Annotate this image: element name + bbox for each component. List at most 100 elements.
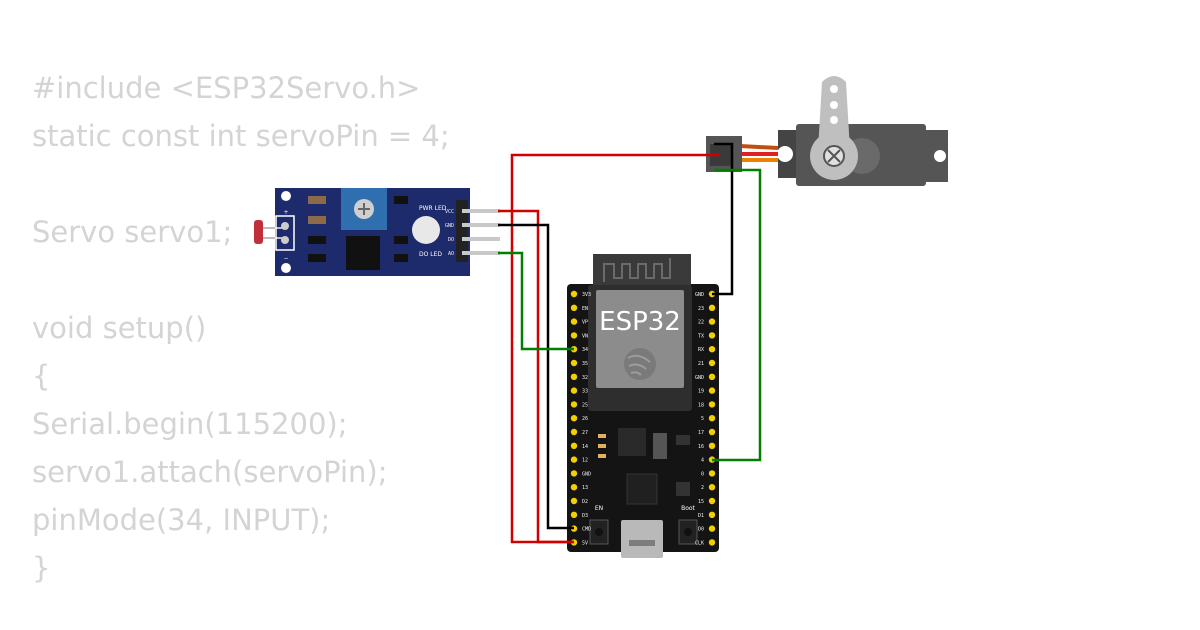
esp32-left-pin-label: 33 xyxy=(582,389,588,395)
esp32-left-pin[interactable] xyxy=(570,290,578,298)
esp32-board[interactable]: ESP32 EN Boot 3V3ENVPVN34353233252627141… xyxy=(567,254,719,558)
esp32-right-pin[interactable] xyxy=(708,387,716,394)
esp32-left-pin[interactable] xyxy=(570,511,578,518)
esp32-right-pin-label: 0 xyxy=(701,471,704,477)
esp32-right-pin[interactable] xyxy=(708,525,716,532)
chip-label: ESP32 xyxy=(599,307,681,337)
esp32-left-pin-label: 27 xyxy=(582,430,588,436)
esp32-right-pin[interactable] xyxy=(708,415,716,422)
esp32-right-pin-label: 17 xyxy=(698,430,704,436)
code-line: Servo servo1; xyxy=(32,215,232,249)
servo-motor[interactable] xyxy=(706,76,948,186)
esp32-left-pin[interactable] xyxy=(570,497,578,505)
wires xyxy=(498,142,762,544)
ldr-sensor-module[interactable]: + − PWR LED DO LED VCC GND DO AO xyxy=(254,188,500,276)
esp32-left-pin-label: 25 xyxy=(582,402,588,408)
comparator-ic xyxy=(346,236,380,270)
esp32-right-pin[interactable] xyxy=(708,497,716,505)
esp32-left-pin-label: 14 xyxy=(582,444,588,450)
esp32-left-pin[interactable] xyxy=(570,415,578,422)
wire-gnd-servo[interactable] xyxy=(712,142,734,296)
esp32-right-pin[interactable] xyxy=(708,346,716,353)
esp32-left-pin[interactable] xyxy=(570,470,578,477)
esp32-left-pin-label: 3V3 xyxy=(582,292,591,298)
wire-gnd-sensor[interactable] xyxy=(498,223,574,530)
code-line: { xyxy=(32,359,50,393)
esp32-right-pin-label: 5 xyxy=(701,416,704,422)
code-line: servo1.attach(servoPin); xyxy=(32,455,388,489)
esp32-right-pin-label: 2 xyxy=(701,485,704,491)
esp32-right-pin[interactable] xyxy=(708,539,716,546)
pwr-led-label: PWR LED xyxy=(419,205,447,212)
esp32-left-pin[interactable] xyxy=(570,318,578,325)
esp32-left-pin-label: CMD xyxy=(582,527,591,533)
esp32-right-pin[interactable] xyxy=(708,304,716,311)
esp32-right-pin-label: D0 xyxy=(698,527,704,533)
esp32-right-pin-label: 16 xyxy=(698,444,704,450)
esp32-right-pin-label: 22 xyxy=(698,320,704,326)
esp32-left-pin[interactable] xyxy=(570,484,578,491)
esp32-left-pin-label: 26 xyxy=(582,416,588,422)
esp32-right-pin[interactable] xyxy=(708,373,716,380)
esp32-left-pin-label: 34 xyxy=(582,347,588,353)
esp32-left-pin[interactable] xyxy=(570,359,578,367)
esp32-left-pin-label: D2 xyxy=(582,499,588,505)
esp32-right-pin[interactable] xyxy=(708,332,716,339)
esp32-right-pin[interactable] xyxy=(708,442,716,449)
boot-label: Boot xyxy=(681,505,695,512)
esp32-right-pin[interactable] xyxy=(708,470,716,477)
esp32-left-pin[interactable] xyxy=(570,428,578,436)
esp32-right-pin-label: 21 xyxy=(698,361,704,367)
esp32-right-pin[interactable] xyxy=(708,484,716,491)
esp32-right-pin[interactable] xyxy=(708,401,716,408)
esp32-left-pin-label: VP xyxy=(582,320,588,326)
esp32-left-pin[interactable] xyxy=(570,456,578,463)
esp32-left-pin-label: D3 xyxy=(582,513,588,519)
esp32-right-pin-label: GND xyxy=(695,375,704,381)
esp32-left-pin-label: 32 xyxy=(582,375,588,381)
wire-ao-34[interactable] xyxy=(498,251,574,351)
minus-label: − xyxy=(283,255,288,262)
esp32-left-pin-label: 5V xyxy=(582,540,588,546)
esp32-right-pin-label: 4 xyxy=(701,458,704,464)
code-line: pinMode(34, INPUT); xyxy=(32,503,330,537)
esp32-right-pin-label: GND xyxy=(695,292,704,298)
esp32-left-pin[interactable] xyxy=(570,387,578,394)
esp32-right-pin-label: TX xyxy=(698,333,704,339)
sensor-pin-gnd: GND xyxy=(445,223,454,229)
esp32-right-pin-label: 23 xyxy=(698,306,704,312)
esp32-left-pin[interactable] xyxy=(570,401,578,408)
esp32-right-pin[interactable] xyxy=(708,318,716,325)
code-line: } xyxy=(32,551,50,585)
wire-vcc-5v[interactable] xyxy=(498,209,574,544)
wire-signal-4[interactable] xyxy=(712,168,762,462)
photoresistor-icon xyxy=(254,220,263,244)
esp32-right-pin-label: CLK xyxy=(695,540,704,546)
esp32-right-pin[interactable] xyxy=(708,428,716,436)
esp32-right-pin-label: 19 xyxy=(698,389,704,395)
en-label: EN xyxy=(595,505,603,512)
esp32-left-pin-label: GND xyxy=(582,471,591,477)
esp32-left-pin-label: 12 xyxy=(582,458,588,464)
esp32-right-pin[interactable] xyxy=(708,511,716,518)
esp32-left-pin-label: 13 xyxy=(582,485,588,491)
esp32-left-pin[interactable] xyxy=(570,332,578,339)
esp32-left-pin[interactable] xyxy=(570,304,578,311)
esp32-left-pin[interactable] xyxy=(570,442,578,449)
sensor-pin-vcc: VCC xyxy=(445,209,454,215)
esp32-left-pin[interactable] xyxy=(570,373,578,380)
sensor-pin-do: DO xyxy=(448,237,454,243)
esp32-right-pin-label: 15 xyxy=(698,499,704,505)
esp32-right-pin-label: 18 xyxy=(698,402,704,408)
esp32-right-pin-label: RX xyxy=(698,347,704,353)
led-icon xyxy=(412,216,440,244)
code-line: Serial.begin(115200); xyxy=(32,407,347,441)
do-led-label: DO LED xyxy=(419,251,442,258)
esp32-right-pin[interactable] xyxy=(708,359,716,367)
code-block: #include <ESP32Servo.h> static const int… xyxy=(32,71,450,585)
code-line: #include <ESP32Servo.h> xyxy=(32,71,420,105)
plus-label: + xyxy=(283,209,288,216)
esp32-left-pin-label: EN xyxy=(582,306,588,312)
